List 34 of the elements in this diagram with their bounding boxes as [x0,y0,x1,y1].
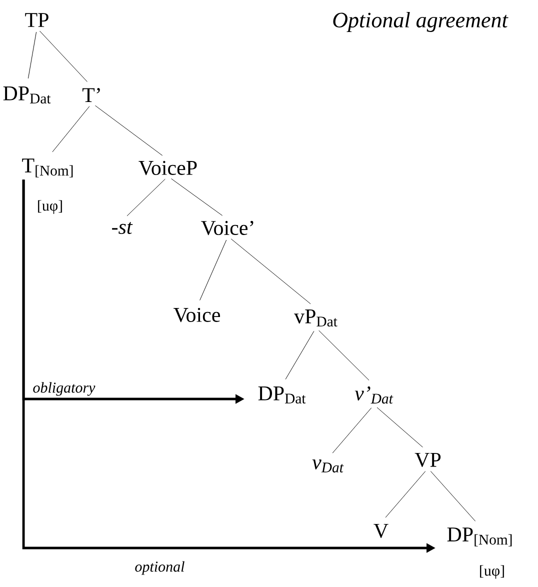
tree-label: vP$_{Dat}$ [294,310,338,326]
tree-label: T$_{[Nom]}$ [22,158,73,178]
branch-line [385,471,426,518]
branch-line [39,30,88,82]
branch-line [200,240,227,301]
tree-label: DP$_{[Nom]}$ [447,528,512,546]
branch-line [94,105,163,156]
feature-label: [uφ] [480,565,504,579]
tree-label: VP [414,452,441,468]
branch-line [376,407,423,448]
tree-label: TP [25,13,48,27]
branch-line [430,470,476,522]
branch-line [285,330,314,380]
tree-label: DP$_{Dat}$ [258,386,306,404]
edge-label: obligatory [32,381,96,397]
tree-label: v$_{Dat}$ [312,460,344,472]
branch-line [318,330,370,381]
title: Optional agreement [333,12,508,32]
branch-line [230,238,311,304]
feature-label: [uφ] [38,200,62,214]
tree-label: VoiceP [138,160,197,176]
edge-label: optional [134,560,186,576]
branch-line [171,178,223,216]
tree-label: DP$_{Dat}$ [3,86,51,104]
tree-label: T’ [82,88,100,102]
branch-line [52,106,90,152]
tree-label: v’$_{Dat}$ [354,386,394,404]
tree-label: Voice’ [201,220,254,236]
branch-line [28,32,37,79]
branch-line [332,408,372,454]
tree-label: -st [112,222,133,234]
branch-line [126,178,166,216]
tree-label: V [374,524,388,538]
tree-label: Voice [174,308,220,322]
